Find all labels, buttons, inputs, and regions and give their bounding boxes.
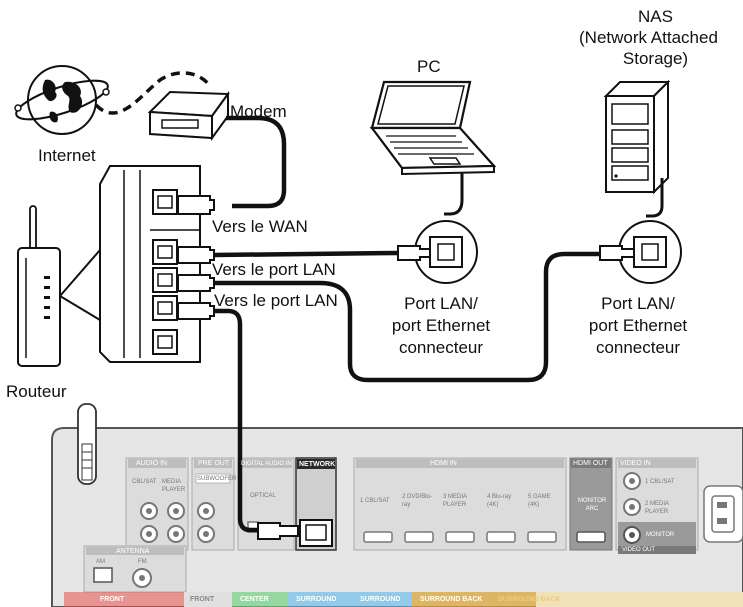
monitor-arc-label: MONITOR ARC [578, 498, 607, 512]
nas-port-label-1: Port LAN/ [601, 294, 675, 313]
audio-in-label: AUDIO IN [136, 460, 168, 467]
nas-lan-port [599, 220, 682, 284]
lan-cable-nas [214, 251, 600, 383]
hdmi-out-label: HDMI OUT [573, 460, 608, 467]
am-label: AM [96, 559, 105, 565]
nas-label-2: (Network Attached [579, 28, 718, 47]
nas-port-label-2: port Ethernet [588, 316, 688, 335]
nas-label-1: NAS [638, 7, 673, 26]
pc-lan-port [397, 220, 478, 284]
video-in-label: VIDEO IN [620, 460, 651, 467]
router-port-lan-4 [152, 329, 178, 355]
receiver-back-panel [51, 403, 743, 607]
internet-link-dashed [94, 71, 212, 115]
monitor-label: MONITOR [646, 532, 675, 538]
router-port-wan [152, 189, 178, 215]
fm-label: FM [138, 559, 147, 565]
to-wan-label: Vers le WAN [212, 217, 308, 236]
speaker-surround-back-l: SURROUND BACK [420, 596, 483, 603]
speaker-front-l: FRONT [100, 596, 125, 603]
speaker-surround-back-r: SURROUND BACK [498, 596, 561, 603]
subwoofer-label: SUBWOOFER [197, 476, 237, 482]
router-port-lan-3 [152, 295, 178, 321]
pc-down-cable [444, 172, 464, 216]
hdmi-input-1: 1 CBL/SAT [360, 498, 390, 504]
pc-port-label-2: port Ethernet [391, 316, 491, 335]
media-player-label: MEDIA PLAYER [162, 479, 186, 493]
wan-cable [226, 115, 287, 209]
internet-label: Internet [38, 146, 96, 165]
lan-cable-pc [213, 250, 399, 258]
router-port-lan-2 [152, 267, 178, 293]
pc-port-label-3: connecteur [398, 338, 484, 357]
hdmi-input-2: 2 DVD/Blu-ray [402, 494, 433, 508]
video-out-label: VIDEO OUT [622, 547, 656, 553]
to-lan-label-1: Vers le port LAN [212, 260, 336, 279]
router-port-lan-1 [152, 239, 178, 265]
modem-label: Modem [230, 102, 287, 121]
hdmi-input-3: 3 MEDIA PLAYER [443, 494, 467, 508]
pc-port-label-1: Port LAN/ [404, 294, 478, 313]
router-device [17, 165, 201, 367]
lan-cable-receiver [214, 308, 258, 533]
to-lan-label-2: Vers le port LAN [214, 291, 338, 310]
antenna-label: ANTENNA [116, 548, 150, 555]
digital-audio-in-label: DIGITAL AUDIO IN [241, 461, 292, 467]
speaker-center: CENTER [240, 596, 269, 603]
nas-port-label-3: connecteur [595, 338, 681, 357]
laptop-pc-icon [369, 80, 497, 176]
video-cbl-sat-label: 1 CBL/SAT [645, 479, 675, 485]
nas-device [603, 79, 671, 195]
nas-label-3: Storage) [622, 49, 689, 68]
cbl-sat-label: CBL/SAT [132, 479, 157, 485]
pre-out-label: PRE OUT [198, 460, 230, 467]
nas-down-cable [646, 178, 664, 218]
hdmi-input-4: 4 Blu-ray (4K) [487, 494, 512, 508]
pc-label: PC [417, 57, 441, 76]
video-media-player-label: 2 MEDIA PLAYER [645, 501, 669, 515]
hdmi-in-label: HDMI IN [430, 460, 457, 467]
router-label: Routeur [6, 382, 67, 401]
receiver-network-plug [257, 522, 299, 540]
globe-icon [14, 65, 110, 135]
hdmi-input-5: 5 GAME (4K) [528, 494, 551, 508]
speaker-front-r: FRONT [190, 596, 215, 603]
optical-label: OPTICAL [250, 493, 276, 499]
speaker-surround-r: SURROUND [360, 596, 401, 603]
router-plugs [177, 195, 215, 320]
modem-device [147, 90, 230, 142]
speaker-surround-l: SURROUND [296, 596, 337, 603]
network-label: NETWORK [299, 461, 336, 468]
